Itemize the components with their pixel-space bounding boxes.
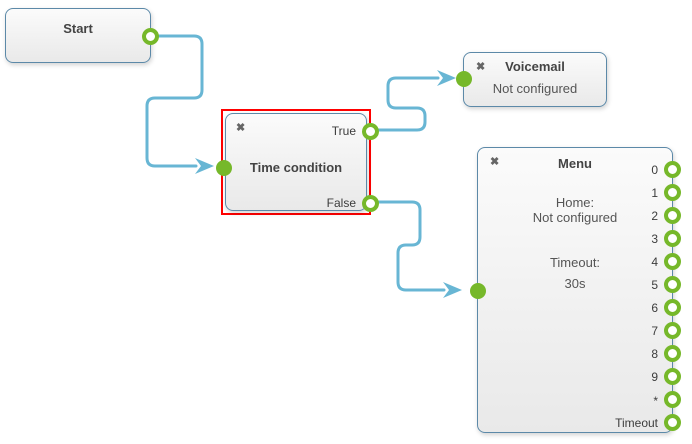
node-menu[interactable]: ✖ Menu Home: Not configured Timeout: 30s… bbox=[470, 147, 681, 433]
output-label-1: 1 bbox=[651, 186, 658, 200]
output-label-0: 0 bbox=[651, 163, 658, 177]
output-label-8: 8 bbox=[651, 347, 658, 361]
output-port-true[interactable] bbox=[362, 123, 379, 140]
node-time-condition[interactable]: ✖ True Time condition False bbox=[225, 113, 367, 211]
output-port-false[interactable] bbox=[362, 195, 379, 212]
output-label-4: 4 bbox=[651, 255, 658, 269]
output-port-start[interactable] bbox=[142, 28, 159, 45]
node-status: Not configured bbox=[492, 81, 578, 96]
close-icon[interactable]: ✖ bbox=[476, 61, 486, 73]
output-label-3: 3 bbox=[651, 232, 658, 246]
field-timeout-label: Timeout: bbox=[549, 255, 601, 270]
output-port-star[interactable] bbox=[664, 391, 681, 408]
output-label-timeout: Timeout bbox=[615, 416, 658, 430]
output-port-3[interactable] bbox=[664, 230, 681, 247]
input-port-time-condition[interactable] bbox=[216, 160, 232, 176]
connector-true-to-voicemail bbox=[376, 76, 440, 132]
node-start[interactable]: Start bbox=[5, 8, 159, 63]
close-icon[interactable]: ✖ bbox=[490, 156, 500, 168]
node-title: Time condition bbox=[249, 160, 343, 175]
output-port-6[interactable] bbox=[664, 299, 681, 316]
field-home-value: Not configured bbox=[532, 210, 618, 225]
arrowhead-icon bbox=[437, 70, 456, 86]
input-port-menu[interactable] bbox=[470, 283, 486, 299]
connector-start-to-timecondition bbox=[145, 34, 204, 168]
output-port-7[interactable] bbox=[664, 322, 681, 339]
output-label-2: 2 bbox=[651, 209, 658, 223]
output-port-9[interactable] bbox=[664, 368, 681, 385]
output-label-star: * bbox=[653, 394, 658, 408]
node-voicemail[interactable]: ✖ Voicemail Not configured bbox=[456, 52, 607, 107]
output-port-timeout[interactable] bbox=[664, 414, 681, 431]
node-title: Voicemail bbox=[505, 59, 565, 74]
output-port-1[interactable] bbox=[664, 184, 681, 201]
output-port-4[interactable] bbox=[664, 253, 681, 270]
arrowhead-icon bbox=[195, 158, 214, 174]
output-port-8[interactable] bbox=[664, 345, 681, 362]
field-home-label: Home: bbox=[555, 195, 595, 210]
arrowhead-icon bbox=[443, 282, 462, 298]
output-label-9: 9 bbox=[651, 370, 658, 384]
input-port-voicemail[interactable] bbox=[456, 71, 472, 87]
output-label-5: 5 bbox=[651, 278, 658, 292]
output-label-false: False bbox=[326, 196, 356, 210]
node-title: Menu bbox=[558, 156, 592, 171]
output-port-5[interactable] bbox=[664, 276, 681, 293]
field-timeout-value: 30s bbox=[564, 276, 586, 291]
selection-outline: ✖ True Time condition False bbox=[216, 109, 379, 215]
output-port-2[interactable] bbox=[664, 207, 681, 224]
connector-false-to-menu bbox=[376, 200, 446, 292]
close-icon[interactable]: ✖ bbox=[236, 122, 246, 134]
node-title: Start bbox=[63, 21, 93, 36]
output-label-7: 7 bbox=[651, 324, 658, 338]
output-port-0[interactable] bbox=[664, 161, 681, 178]
output-label-true: True bbox=[331, 124, 356, 138]
output-label-6: 6 bbox=[651, 301, 658, 315]
